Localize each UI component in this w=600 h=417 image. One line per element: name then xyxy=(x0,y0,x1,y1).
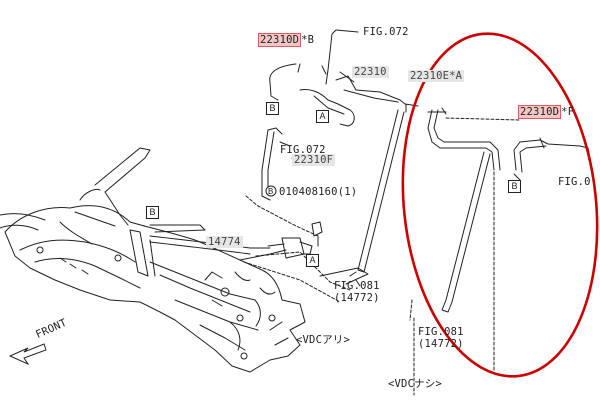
fig072-top-label: FIG.072 xyxy=(363,26,409,38)
highlighted-part-number: 22310D xyxy=(518,105,562,119)
fig072-left-label: FIG.072 xyxy=(280,144,326,156)
marker-a-valve: A xyxy=(306,254,319,267)
right-hose-group xyxy=(409,107,593,396)
marker-a-left: A xyxy=(316,110,329,123)
left-hose-group xyxy=(149,29,419,303)
engine-manifold xyxy=(0,147,306,373)
part-label-22310d-right: 22310D*F xyxy=(518,105,575,119)
part-label-22310e-a: 22310E*A xyxy=(408,70,465,82)
part-number-14772-a: (14772) xyxy=(334,292,380,304)
marker-b-top: B xyxy=(266,102,279,115)
bolt-part-label: 010408160(1) xyxy=(279,186,358,198)
fig081-label-a: FIG.081 xyxy=(334,280,380,292)
vdc-nashi-label: <VDCナシ> xyxy=(388,378,443,390)
part-suffix: *F xyxy=(561,106,575,118)
highlight-ellipse xyxy=(401,32,599,378)
highlighted-part-number: 22310D xyxy=(258,33,302,47)
marker-b-engine: B xyxy=(146,206,159,219)
fig081-label-b: FIG.081 xyxy=(418,326,464,338)
fig-right-label: FIG.0 xyxy=(558,176,591,188)
part-label-22310d-b: 22310D*B xyxy=(258,33,315,47)
part-label-22310: 22310 xyxy=(352,66,389,78)
front-arrow-icon xyxy=(8,343,47,366)
marker-b-right: B xyxy=(508,180,521,193)
part-number-14772-b: (14772) xyxy=(418,338,464,350)
circle-b-marker xyxy=(265,185,277,197)
part-label-14774: 14774 xyxy=(206,236,243,248)
part-suffix: *B xyxy=(301,34,315,46)
part-label-22310f: 22310F xyxy=(292,154,336,166)
circle-b-marker-label: B xyxy=(268,187,274,196)
vdc-ari-label: <VDCアリ> xyxy=(296,334,351,346)
